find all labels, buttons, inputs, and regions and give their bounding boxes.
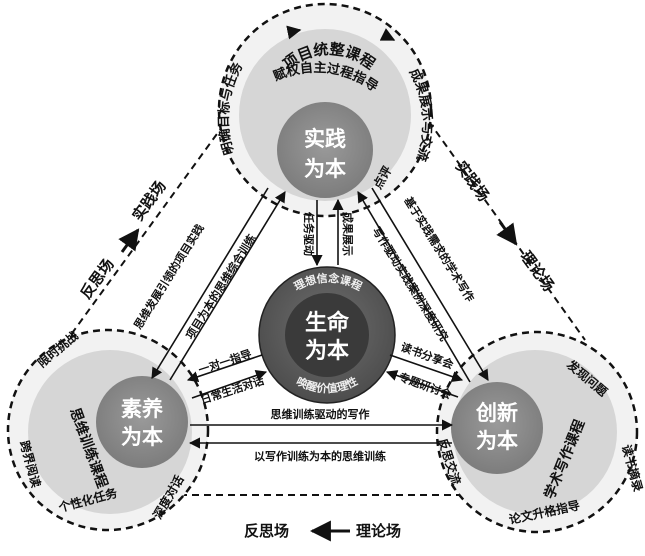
right-node: 创新 为本 学术写作课程 发现问题 读书摘录 论文升格指导 反思交流	[435, 330, 645, 534]
field-bottom-from: 反思场	[244, 522, 289, 540]
left-core-line1: 素养	[121, 397, 163, 421]
top-core-line2: 为本	[304, 157, 346, 181]
field-left: 反思场 实践场	[77, 177, 170, 302]
field-right-to: 理论场	[517, 248, 558, 295]
label-task-driven: 任务驱动	[302, 211, 316, 256]
right-core-line2: 为本	[476, 429, 518, 453]
connectors	[151, 187, 489, 449]
field-bottom: 反思场 理论场	[244, 520, 401, 542]
label-center-left-upper: 一对一指导	[197, 347, 254, 377]
center-core-line2: 为本	[305, 339, 349, 364]
label-left-right-lower: 以写作训练为本的思维训练	[254, 449, 386, 463]
right-core-line1: 创新	[475, 401, 518, 425]
field-bottom-to: 理论场	[356, 522, 401, 540]
left-node: 素养 为本 思维训练课程 限时挑战 跨界阅读 个性化任务 深度对话	[6, 328, 210, 532]
dashed-triangle	[69, 101, 586, 496]
label-center-left-lower: 日常生活对话	[199, 373, 266, 407]
center-core-line1: 生命	[305, 310, 350, 336]
label-left-right-upper: 思维训练驱动的写作	[271, 407, 370, 421]
top-core-line1: 实践	[304, 127, 346, 151]
top-node: 实践 为本 项目统整课程 赋权自主过程指导 明确目标与任务 成果展示与交流 点评	[216, 2, 434, 218]
field-right: 实践场 理论场	[452, 158, 558, 295]
field-right-from: 实践场	[452, 158, 493, 205]
center-node: 生命 为本 理想信念课程 唤醒价值理性	[258, 266, 396, 404]
field-left-from: 反思场	[77, 255, 118, 302]
left-core-line2: 为本	[121, 425, 163, 449]
center-arc-top: 理想信念课程	[292, 271, 364, 294]
label-result-display: 成果展示	[341, 212, 355, 256]
field-left-to: 实践场	[129, 177, 170, 224]
